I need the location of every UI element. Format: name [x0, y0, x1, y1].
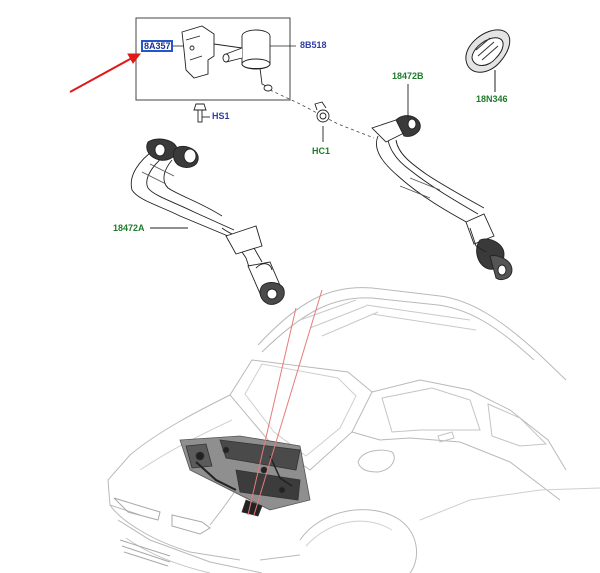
- screw-part: [193, 103, 210, 123]
- hose-a-label[interactable]: 18472A: [113, 223, 145, 233]
- pointer-arrow: [69, 53, 142, 93]
- hose-b-label[interactable]: 18472B: [392, 71, 424, 81]
- pump-part: [213, 29, 273, 92]
- pump-label[interactable]: 8B518: [300, 40, 327, 50]
- grommet-part: [465, 29, 511, 92]
- clip-part: [314, 101, 330, 142]
- grommet-label[interactable]: 18N346: [476, 94, 508, 104]
- highlighted-part-label[interactable]: 8A357: [141, 40, 173, 52]
- hose-b-part: [371, 84, 513, 281]
- sight-lines: [247, 289, 323, 516]
- bracket-part: [181, 25, 215, 79]
- clip-label[interactable]: HC1: [312, 146, 331, 156]
- engine-bay-detail: [179, 435, 311, 517]
- vehicle-outline: [107, 287, 600, 573]
- hose-a-part: [130, 138, 285, 305]
- screw-label[interactable]: HS1: [212, 111, 230, 121]
